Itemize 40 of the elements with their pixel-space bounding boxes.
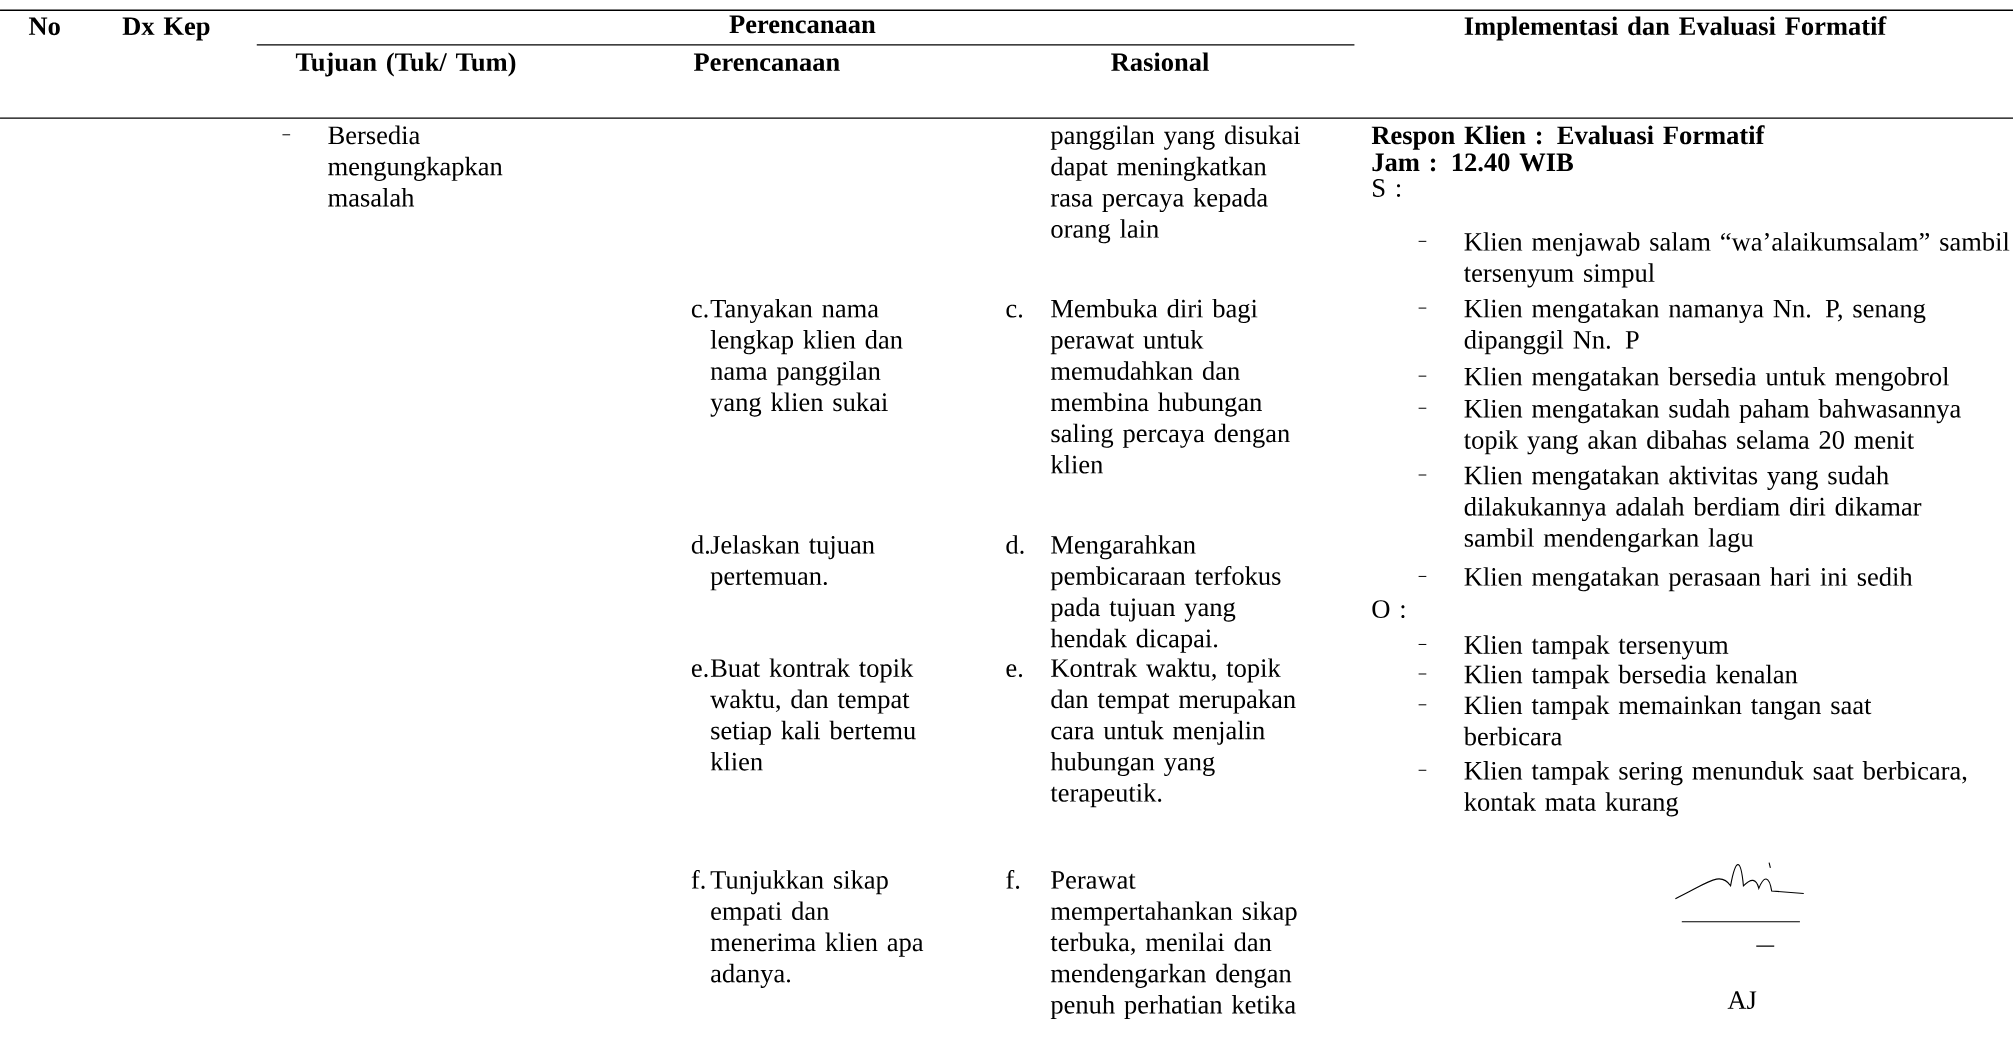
- cell-text: Tunjukkan sikap empati dan menerima klien apa adanya.: [710, 870, 924, 989]
- cell-text: Buat kontrak topik waktu, dan tempat setiap kali bertemu klien: [710, 658, 916, 771]
- cell-text: Tanyakan nama lengkap klien dan nama panggilan yang klien sukai: [710, 299, 903, 417]
- header-text: Dx Kep: [122, 17, 210, 41]
- list-marker: d.: [1006, 535, 1024, 555]
- cell-text: Jelaskan tujuan pertemuan.: [710, 535, 875, 591]
- cell-text: Perawat mempertahankan sikap terbuka, menilai dan mendengarkan dengan penuh perhatian ketika: [1050, 871, 1297, 1020]
- list-marker: c.: [1006, 305, 1023, 318]
- cell-text: Klien tampak bersedia kenalan: [1464, 664, 1798, 689]
- cell-text: Klien mengatakan perasaan hari ini sedih: [1464, 567, 1913, 592]
- cell-text: Klien mengatakan bersedia untuk mengobrol: [1464, 367, 1949, 392]
- cell-text: Klien mengatakan namanya Nn. P, senang dipanggil Nn. P: [1464, 299, 1926, 355]
- cell-text: Klien mengatakan aktivitas yang sudah dilakukannya adalah berdiam diri dikamar sambil mendengarkan lagu: [1464, 465, 1922, 553]
- cell-text: Klien mengatakan sudah paham bahwasannya topik yang akan dibahas selama 20 menit: [1464, 399, 1961, 455]
- cell-text: panggilan yang disukai dapat meningkatkan rasa percaya kepada orang lain: [1050, 125, 1301, 244]
- cell-text: Mengarahkan pembicaraan terfokus pada tujuan yang hendak dicapai.: [1050, 535, 1281, 653]
- list-marker: c.: [691, 305, 708, 318]
- cell-text: Klien tampak sering menunduk saat berbicara, kontak mata kurang: [1464, 761, 1967, 817]
- header-text: Implementasi dan Evaluasi Formatif: [1464, 16, 1887, 41]
- cell-text: Bersedia mengungkapkan masalah: [328, 125, 503, 207]
- cell-text: Klien menjawab salam “wa’alaikumsalam” sambil tersenyum simpul: [1464, 232, 2010, 288]
- cell-text: Respon Klien : Evaluasi Formatif: [1371, 125, 1765, 150]
- cell-text: Klien tampak memainkan tangan saat berbicara: [1463, 695, 1872, 746]
- section-label: S :: [1373, 179, 1401, 198]
- header-text: Tujuan (Tuk/ Tum): [295, 52, 516, 77]
- header-text: Perencanaan: [693, 53, 840, 72]
- signature-initials: AJ: [1727, 991, 1757, 1010]
- list-marker: d.: [691, 535, 709, 555]
- cell-text: Jam : 12.40 WIB: [1372, 153, 1573, 172]
- section-label: O :: [1372, 600, 1405, 619]
- header-text: Rasional: [1111, 52, 1209, 72]
- header-text: No: [28, 17, 60, 36]
- list-marker: f.: [1006, 870, 1020, 890]
- cell-text: Membuka diri bagi perawat untuk memudahkan dan membina hubungan saling percaya dengan klien: [1050, 299, 1290, 474]
- cell-text: Kontrak waktu, topik dan tempat merupakan cara untuk menjalin hubungan yang terapeutik.: [1050, 658, 1296, 808]
- cell-text: Klien tampak tersenyum: [1464, 635, 1729, 660]
- list-marker: e.: [691, 664, 708, 678]
- list-marker: f.: [691, 870, 705, 890]
- list-marker: e.: [1006, 664, 1023, 678]
- header-text: Perencanaan: [729, 15, 876, 34]
